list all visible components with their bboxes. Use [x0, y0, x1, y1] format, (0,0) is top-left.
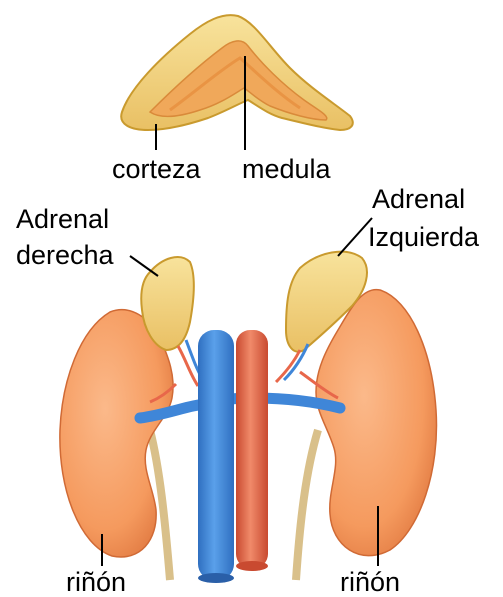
adrenal-cross-section: corteza medula — [112, 15, 353, 184]
left-adrenal-label-line2: Izquierda — [368, 222, 480, 252]
vena-cava — [198, 330, 234, 580]
right-adrenal-leader-line — [130, 256, 158, 276]
right-adrenal-gland — [141, 257, 194, 350]
aorta-bottom — [236, 561, 268, 571]
vena-cava-bottom — [198, 573, 234, 583]
medulla-label: medula — [242, 154, 332, 184]
left-adrenal-leader-line — [338, 218, 372, 256]
kidney-left-side — [60, 310, 173, 557]
cortex-label: corteza — [112, 154, 202, 184]
ureter-right-side — [296, 430, 318, 580]
aorta — [236, 330, 268, 568]
kidney-right-label: riñón — [340, 567, 400, 597]
kidney-right-side — [316, 290, 437, 556]
right-adrenal-label-line1: Adrenal — [16, 204, 109, 234]
kidney-left-label: riñón — [66, 567, 126, 597]
renal-vein-right-side — [216, 398, 340, 408]
right-adrenal-label-line2: derecha — [16, 240, 115, 270]
left-adrenal-label-line1: Adrenal — [372, 184, 465, 214]
